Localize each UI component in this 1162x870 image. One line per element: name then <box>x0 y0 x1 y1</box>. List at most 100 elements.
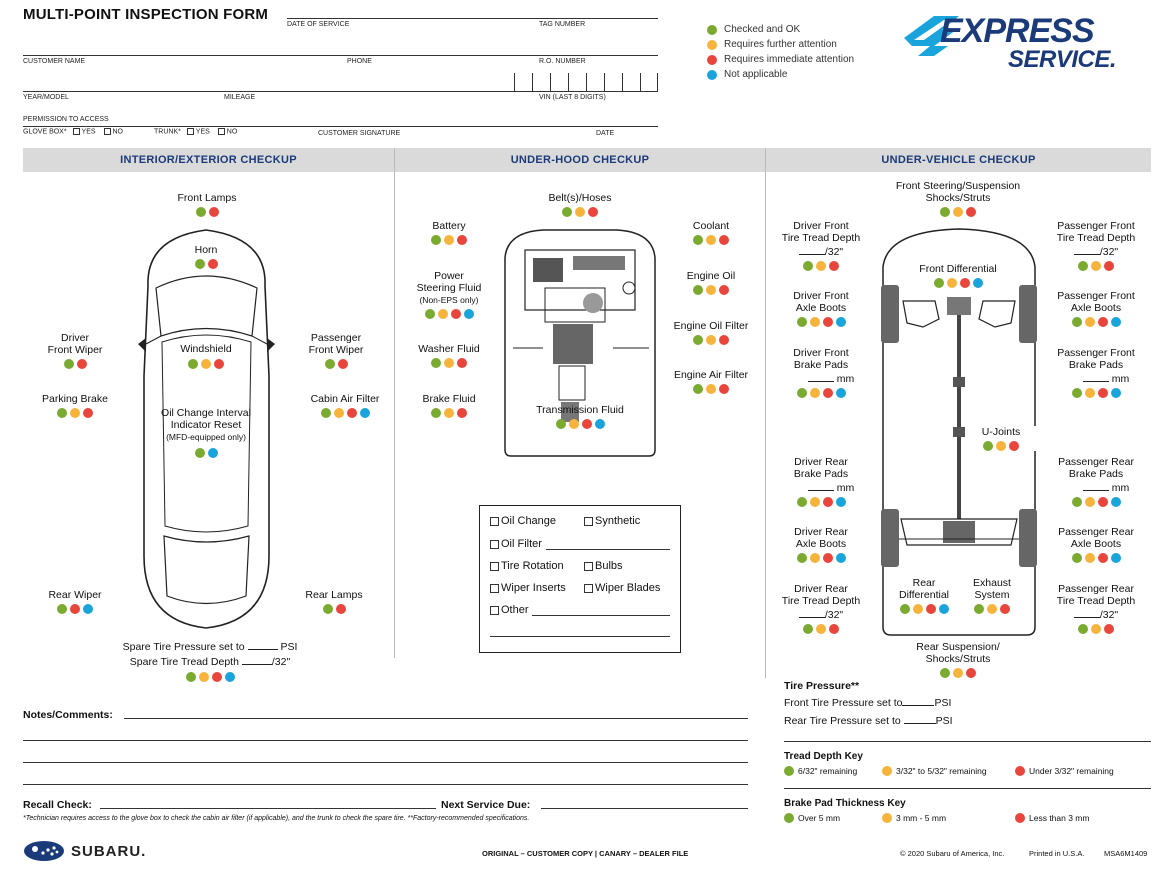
status-further-dot[interactable] <box>1084 317 1095 327</box>
status-immediate-dot[interactable] <box>1000 604 1010 614</box>
status-further-dot[interactable] <box>953 207 963 217</box>
status-immediate-dot[interactable] <box>822 497 833 507</box>
status-further-dot[interactable] <box>1084 388 1095 398</box>
status-further-dot[interactable] <box>816 261 826 271</box>
status-ok-dot[interactable] <box>431 358 441 368</box>
status-immediate-dot[interactable] <box>457 235 467 245</box>
status-ok-dot[interactable] <box>188 359 198 369</box>
status-further-dot[interactable] <box>1091 624 1101 634</box>
status-na-dot[interactable] <box>1110 497 1121 507</box>
status-further-dot[interactable] <box>987 604 997 614</box>
status-ok-dot[interactable] <box>431 235 441 245</box>
status-immediate-dot[interactable] <box>457 408 467 418</box>
glove-no-checkbox[interactable] <box>103 128 111 135</box>
status-further-dot[interactable] <box>201 359 211 369</box>
status-na-dot[interactable] <box>938 604 949 614</box>
status-further-dot[interactable] <box>809 497 820 507</box>
next-service-line[interactable] <box>541 808 748 809</box>
wiper-blades-option[interactable]: Wiper Blades <box>584 582 660 594</box>
status-ok-dot[interactable] <box>324 359 335 369</box>
status-further-dot[interactable] <box>706 285 716 295</box>
status-ok-dot[interactable] <box>796 317 807 327</box>
date-line[interactable] <box>287 18 658 19</box>
status-further-dot[interactable] <box>996 441 1006 451</box>
status-na-dot[interactable] <box>835 317 846 327</box>
oil-filter-option[interactable]: Oil Filter <box>490 538 542 550</box>
status-further-dot[interactable] <box>437 309 448 319</box>
status-immediate-dot[interactable] <box>1097 553 1108 563</box>
status-ok-dot[interactable] <box>320 408 331 418</box>
bulbs-option[interactable]: Bulbs <box>584 560 623 572</box>
status-immediate-dot[interactable] <box>1104 261 1114 271</box>
status-further-dot[interactable] <box>912 604 923 614</box>
status-ok-dot[interactable] <box>57 604 67 614</box>
status-further-dot[interactable] <box>946 278 957 288</box>
status-na-dot[interactable] <box>224 672 235 682</box>
status-immediate-dot[interactable] <box>1009 441 1019 451</box>
status-immediate-dot[interactable] <box>822 317 833 327</box>
status-immediate-dot[interactable] <box>211 672 222 682</box>
status-ok-dot[interactable] <box>1071 317 1082 327</box>
status-immediate-dot[interactable] <box>207 259 218 269</box>
status-ok-dot[interactable] <box>933 278 944 288</box>
df-pads-field[interactable] <box>807 381 834 382</box>
pf-pads-field[interactable] <box>1082 381 1109 382</box>
wiper-blades-checkbox[interactable] <box>584 583 593 593</box>
dr-pads-field[interactable] <box>807 490 834 491</box>
status-further-dot[interactable] <box>333 408 344 418</box>
recall-check-line[interactable] <box>100 808 436 809</box>
status-na-dot[interactable] <box>1110 317 1121 327</box>
status-immediate-dot[interactable] <box>1097 317 1108 327</box>
status-ok-dot[interactable] <box>974 604 984 614</box>
status-immediate-dot[interactable] <box>346 408 357 418</box>
status-immediate-dot[interactable] <box>925 604 936 614</box>
dr-tread-field[interactable] <box>798 617 825 618</box>
status-further-dot[interactable] <box>809 317 820 327</box>
other-option[interactable]: Other <box>490 604 529 616</box>
status-na-dot[interactable] <box>835 553 846 563</box>
status-na-dot[interactable] <box>972 278 983 288</box>
status-ok-dot[interactable] <box>185 672 196 682</box>
status-immediate-dot[interactable] <box>214 359 224 369</box>
tire-rotation-option[interactable]: Tire Rotation <box>490 560 564 572</box>
status-immediate-dot[interactable] <box>959 278 970 288</box>
oil-change-checkbox[interactable] <box>490 516 499 526</box>
other-checkbox[interactable] <box>490 605 499 615</box>
oil-filter-line[interactable] <box>546 549 670 550</box>
status-immediate-dot[interactable] <box>822 553 833 563</box>
status-immediate-dot[interactable] <box>1097 388 1108 398</box>
status-further-dot[interactable] <box>1084 497 1095 507</box>
status-ok-dot[interactable] <box>803 261 813 271</box>
status-ok-dot[interactable] <box>1071 497 1082 507</box>
other-line-2[interactable] <box>490 636 670 637</box>
status-immediate-dot[interactable] <box>581 419 592 429</box>
status-ok-dot[interactable] <box>693 285 703 295</box>
status-immediate-dot[interactable] <box>829 624 839 634</box>
status-na-dot[interactable] <box>1110 388 1121 398</box>
status-immediate-dot[interactable] <box>719 335 729 345</box>
pr-tread-field[interactable] <box>1073 617 1100 618</box>
status-ok-dot[interactable] <box>796 388 807 398</box>
year-line[interactable] <box>23 91 658 92</box>
status-further-dot[interactable] <box>568 419 579 429</box>
spare-pressure-field[interactable] <box>247 649 278 650</box>
bulbs-checkbox[interactable] <box>584 561 593 571</box>
notes-line-3[interactable] <box>23 762 748 763</box>
status-immediate-dot[interactable] <box>457 358 467 368</box>
df-tread-field[interactable] <box>798 254 825 255</box>
status-ok-dot[interactable] <box>899 604 910 614</box>
spare-tread-field[interactable] <box>241 664 272 665</box>
status-ok-dot[interactable] <box>424 309 435 319</box>
status-immediate-dot[interactable] <box>208 207 219 217</box>
status-further-dot[interactable] <box>444 408 454 418</box>
synthetic-checkbox[interactable] <box>584 516 593 526</box>
status-ok-dot[interactable] <box>1071 553 1082 563</box>
status-ok-dot[interactable] <box>803 624 813 634</box>
status-ok-dot[interactable] <box>194 448 205 458</box>
trunk-no-checkbox[interactable] <box>217 128 225 135</box>
oil-filter-checkbox[interactable] <box>490 539 499 549</box>
status-further-dot[interactable] <box>1091 261 1101 271</box>
status-immediate-dot[interactable] <box>335 604 346 614</box>
wiper-inserts-option[interactable]: Wiper Inserts <box>490 582 566 594</box>
status-further-dot[interactable] <box>575 207 585 217</box>
